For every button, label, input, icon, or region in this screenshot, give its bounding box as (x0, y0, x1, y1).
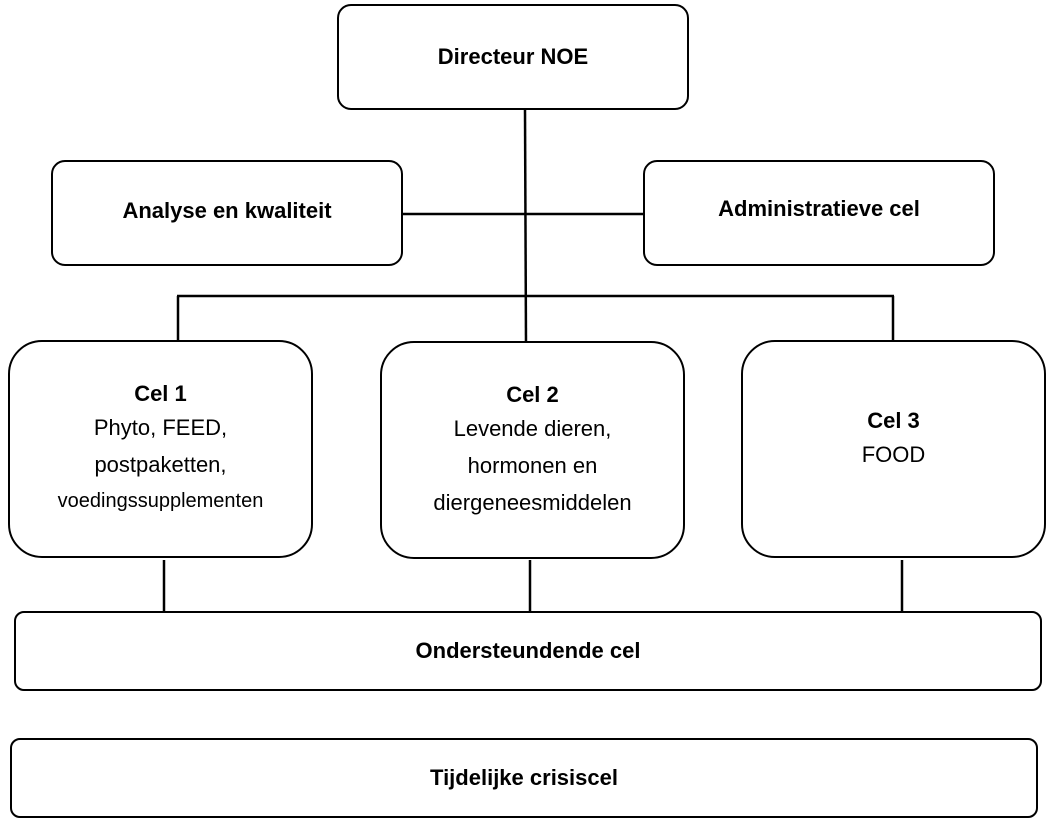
node-content: Cel 2 Levende dieren, hormonen en dierge… (433, 380, 631, 521)
node-text-line: diergeneesmiddelen (433, 489, 632, 515)
node-analyse-en-kwaliteit: Analyse en kwaliteit (51, 160, 403, 266)
node-text-line: voedingssupplementen (57, 489, 264, 512)
node-content: Cel 1 Phyto, FEED, postpaketten, voeding… (58, 379, 264, 520)
node-cel-2: Cel 2 Levende dieren, hormonen en dierge… (380, 341, 685, 559)
connector-directeur-trunk (523, 109, 528, 347)
node-ondersteundende-cel: Ondersteundende cel (14, 611, 1042, 691)
node-text-line: Phyto, FEED, (93, 414, 228, 440)
node-text-line: FOOD (861, 441, 926, 467)
node-title: Tijdelijke crisiscel (430, 765, 618, 790)
node-title: Directeur NOE (437, 44, 589, 69)
node-tijdelijke-crisiscel: Tijdelijke crisiscel (10, 738, 1038, 818)
node-title: Cel 1 (134, 380, 187, 406)
node-text-line: postpaketten, (94, 451, 227, 477)
node-title: Administratieve cel (718, 196, 920, 221)
node-title: Ondersteundende cel (415, 638, 641, 663)
node-administratieve-cel: Administratieve cel (643, 160, 995, 266)
node-title: Cel 3 (867, 407, 920, 433)
node-title: Cel 2 (506, 381, 559, 407)
node-directeur-noe: Directeur NOE (337, 4, 689, 110)
node-cel-1: Cel 1 Phyto, FEED, postpaketten, voeding… (8, 340, 313, 558)
node-text-line: Levende dieren, (453, 415, 612, 441)
node-title: Analyse en kwaliteit (122, 198, 332, 223)
node-content: Cel 3 FOOD (862, 406, 926, 473)
node-cel-3: Cel 3 FOOD (741, 340, 1046, 558)
node-text-line: hormonen en (467, 452, 598, 478)
